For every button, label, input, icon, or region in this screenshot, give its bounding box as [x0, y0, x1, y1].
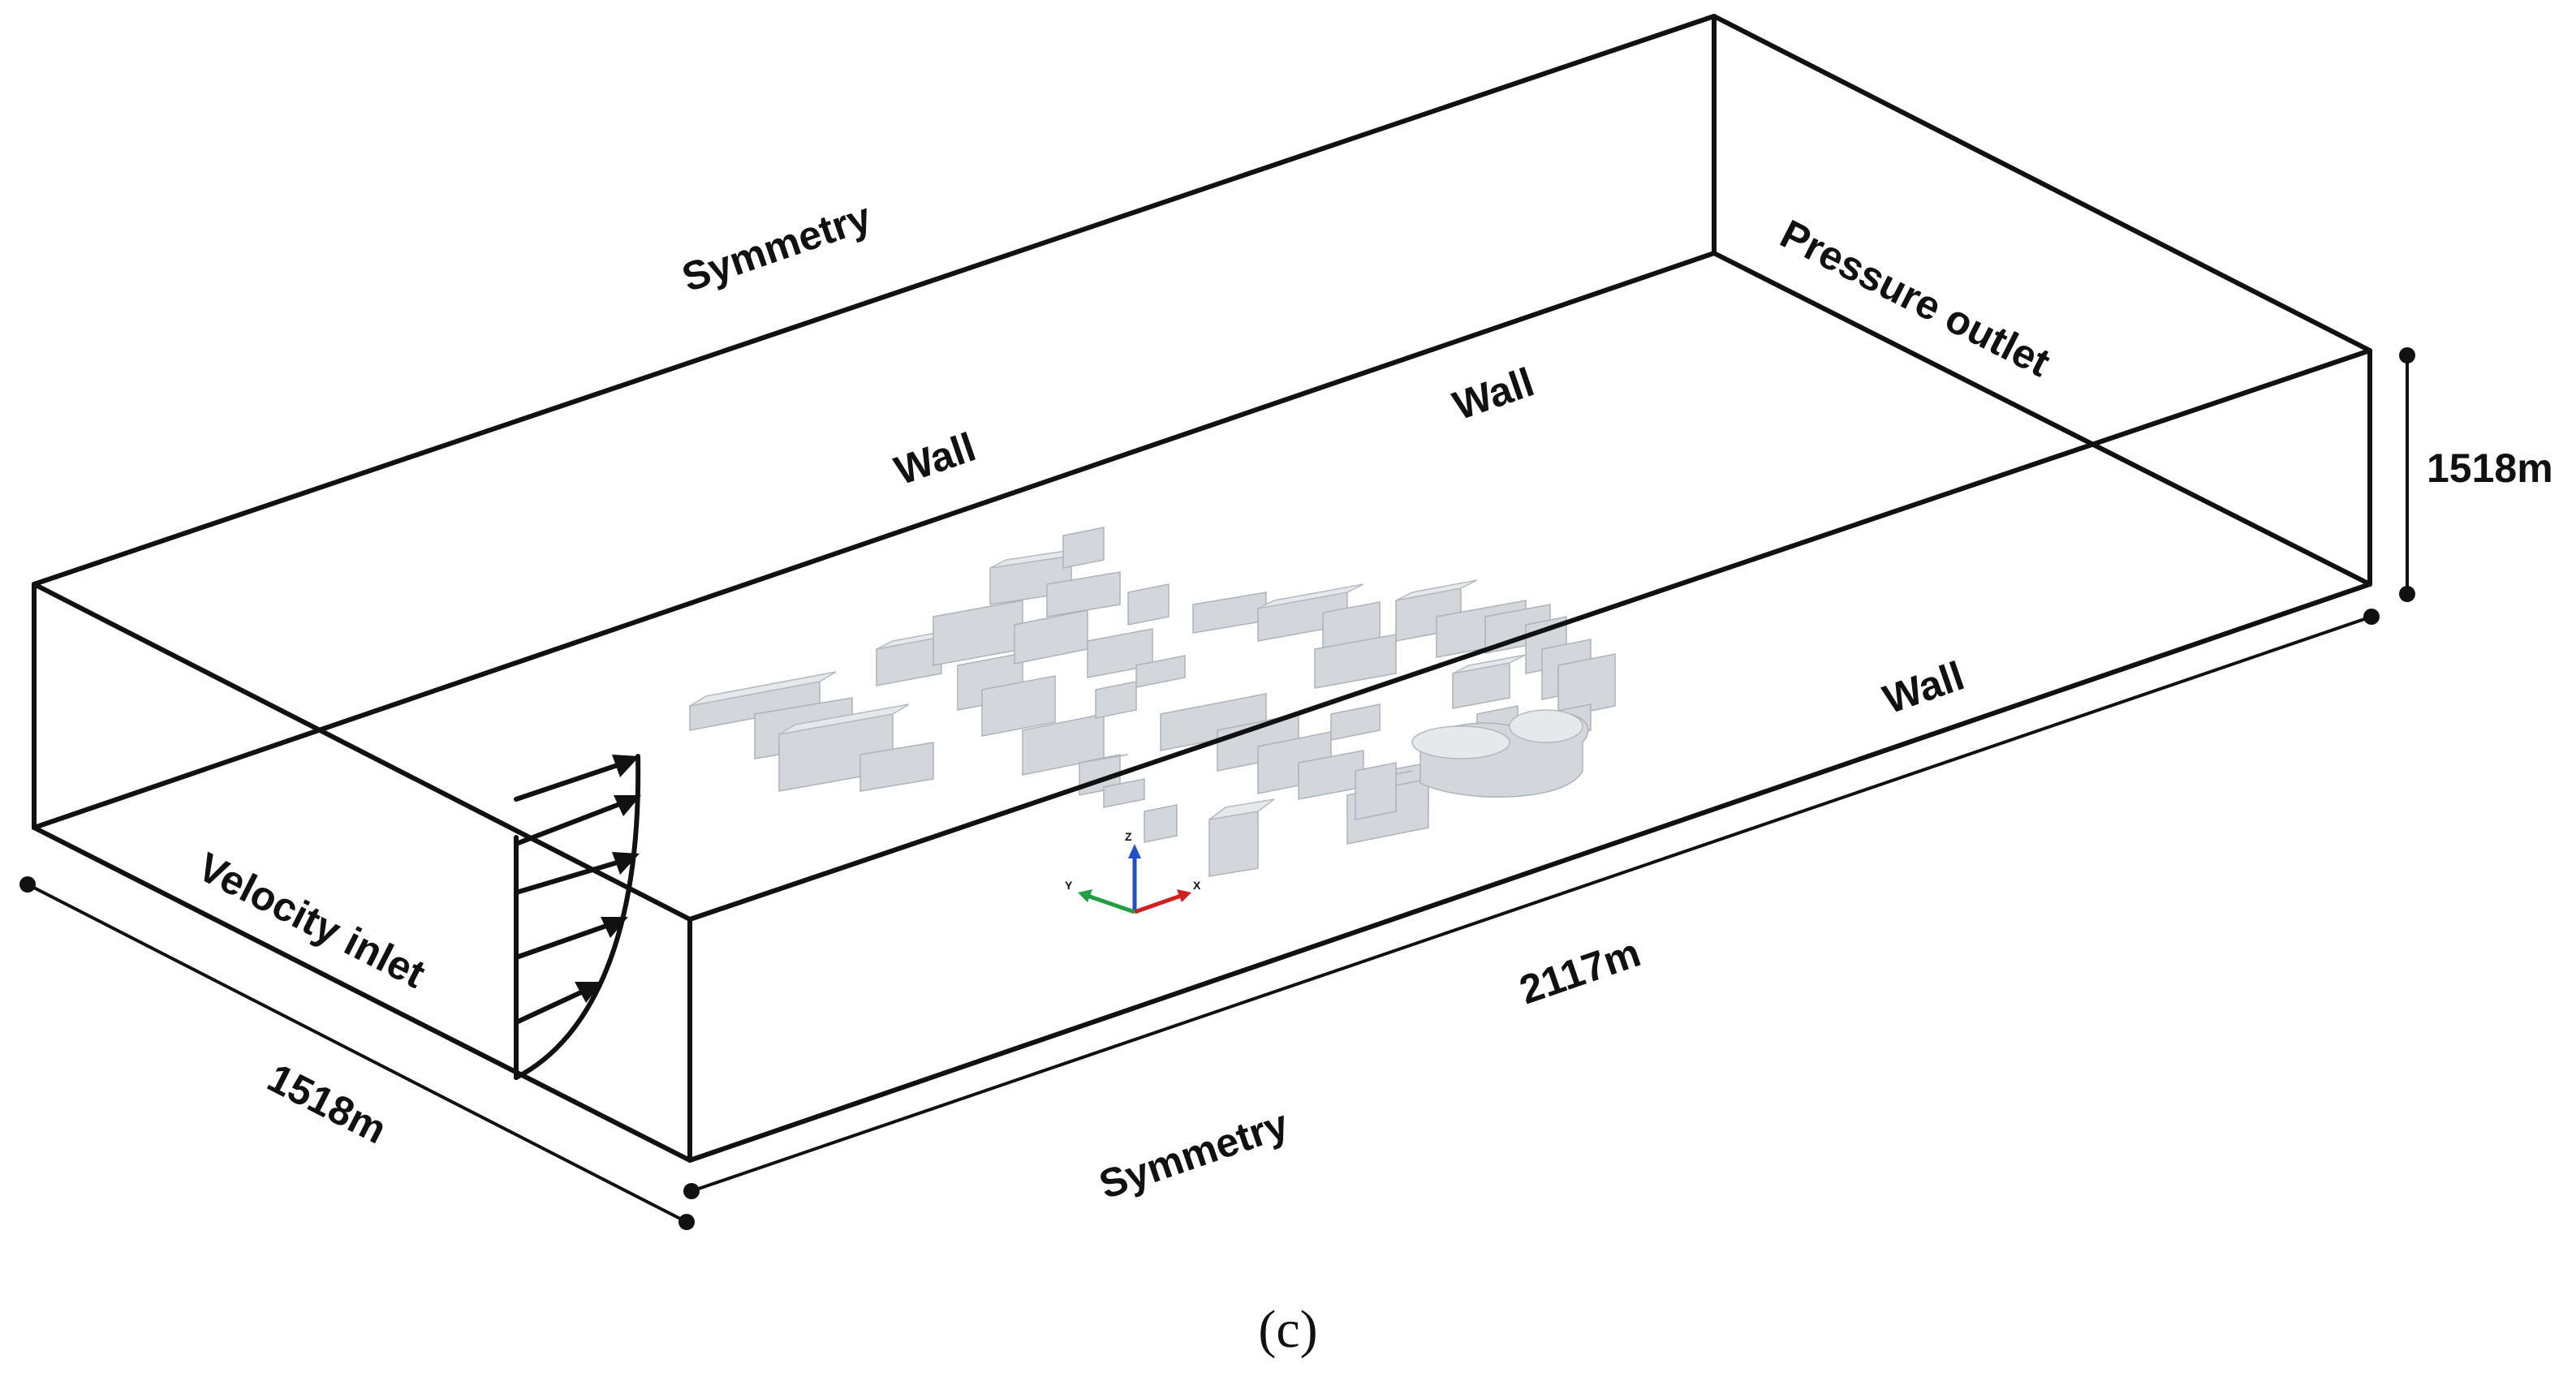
x-axis — [1134, 893, 1182, 914]
figure-caption: (c) — [1258, 1300, 1317, 1359]
dimension-length — [683, 609, 2380, 1199]
velocity-profile — [514, 754, 641, 1080]
label-wall-front: Wall — [1877, 653, 1970, 723]
bottom-front-edges — [32, 582, 2372, 1163]
axis-z-label: Z — [1125, 830, 1132, 843]
label-pressure-outlet: Pressure outlet — [1773, 211, 2057, 385]
label-wall-back-right: Wall — [1447, 359, 1540, 429]
label-wall-back-left: Wall — [889, 424, 981, 494]
top-face — [32, 14, 2372, 922]
y-axis — [1087, 893, 1135, 914]
label-top-symmetry: Symmetry — [676, 194, 877, 301]
axis-triad: Z X Y — [1065, 830, 1201, 914]
label-bottom-symmetry: Symmetry — [1093, 1101, 1294, 1208]
label-height-dimension: 1518m — [2427, 445, 2553, 491]
axis-y-label: Y — [1065, 879, 1073, 892]
label-width-dimension: 1518m — [261, 1055, 394, 1153]
label-length-dimension: 2117m — [1514, 930, 1646, 1013]
dimension-height — [2399, 347, 2415, 602]
computational-domain-box — [32, 14, 2372, 1163]
dimension-width — [19, 876, 695, 1230]
city-buildings-model — [689, 527, 1616, 877]
label-velocity-inlet: Velocity inlet — [191, 844, 433, 997]
axis-x-label: X — [1193, 879, 1201, 892]
